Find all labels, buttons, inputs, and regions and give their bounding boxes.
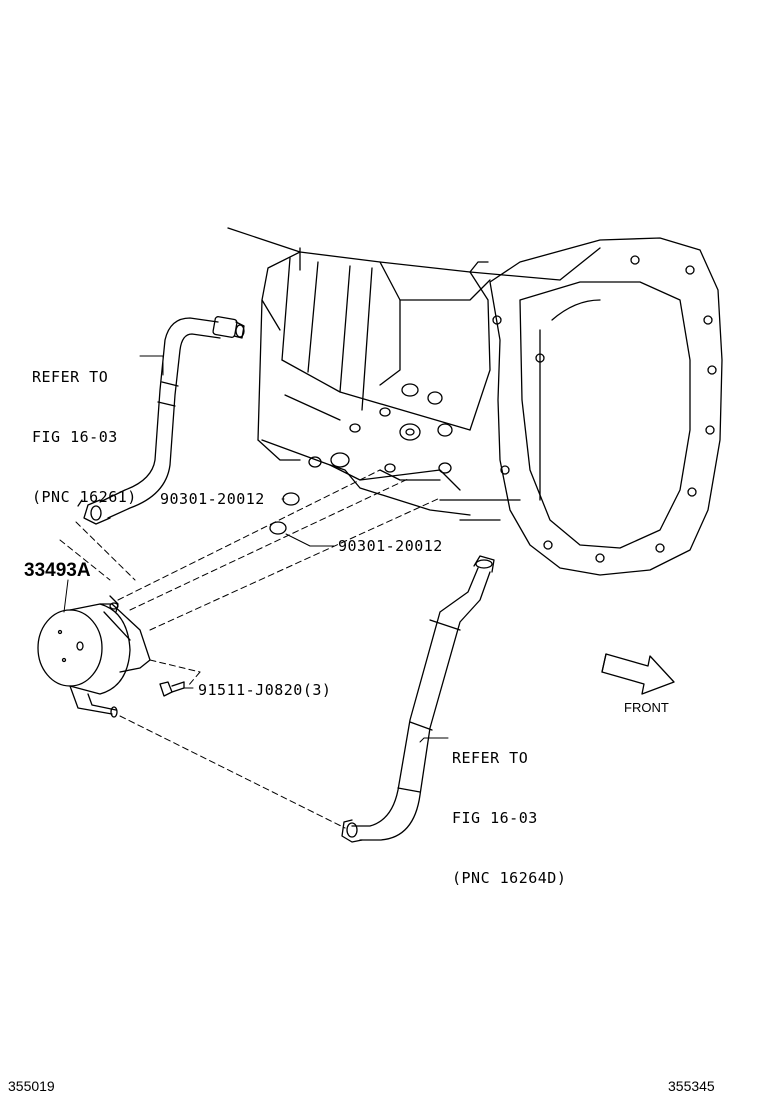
lower-refer-label: REFER TO FIG 16-03 (PNC 16264D) (452, 708, 566, 928)
upper-refer-line3: (PNC 16261) (32, 488, 137, 506)
footer-right-code: 355345 (668, 1078, 715, 1094)
lower-refer-line1: REFER TO (452, 749, 529, 767)
bolt (160, 682, 184, 696)
upper-hose (78, 316, 244, 524)
oring-lower (270, 522, 286, 534)
transmission-housing (228, 228, 722, 575)
lower-refer-line3: (PNC 16264D) (452, 869, 567, 887)
upper-refer-line1: REFER TO (32, 368, 109, 386)
oring-lower-label: 90301-20012 (338, 537, 443, 555)
oring-upper-label: 90301-20012 (160, 490, 265, 508)
front-arrow (602, 654, 674, 694)
front-label: FRONT (624, 700, 669, 715)
upper-refer-label: REFER TO FIG 16-03 (PNC 16261) (32, 327, 137, 547)
bolt-part-label: 91511-J0820(3) (198, 681, 332, 699)
footer-left-code: 355019 (8, 1078, 55, 1094)
leader-lines (64, 356, 448, 742)
lower-refer-line2: FIG 16-03 (452, 809, 538, 827)
upper-refer-line2: FIG 16-03 (32, 428, 118, 446)
dashed-guides (60, 470, 440, 828)
lower-hose (342, 556, 494, 842)
oil-cooler (38, 596, 150, 717)
cooler-part-label: 33493A (24, 560, 91, 581)
oring-upper (283, 493, 299, 505)
